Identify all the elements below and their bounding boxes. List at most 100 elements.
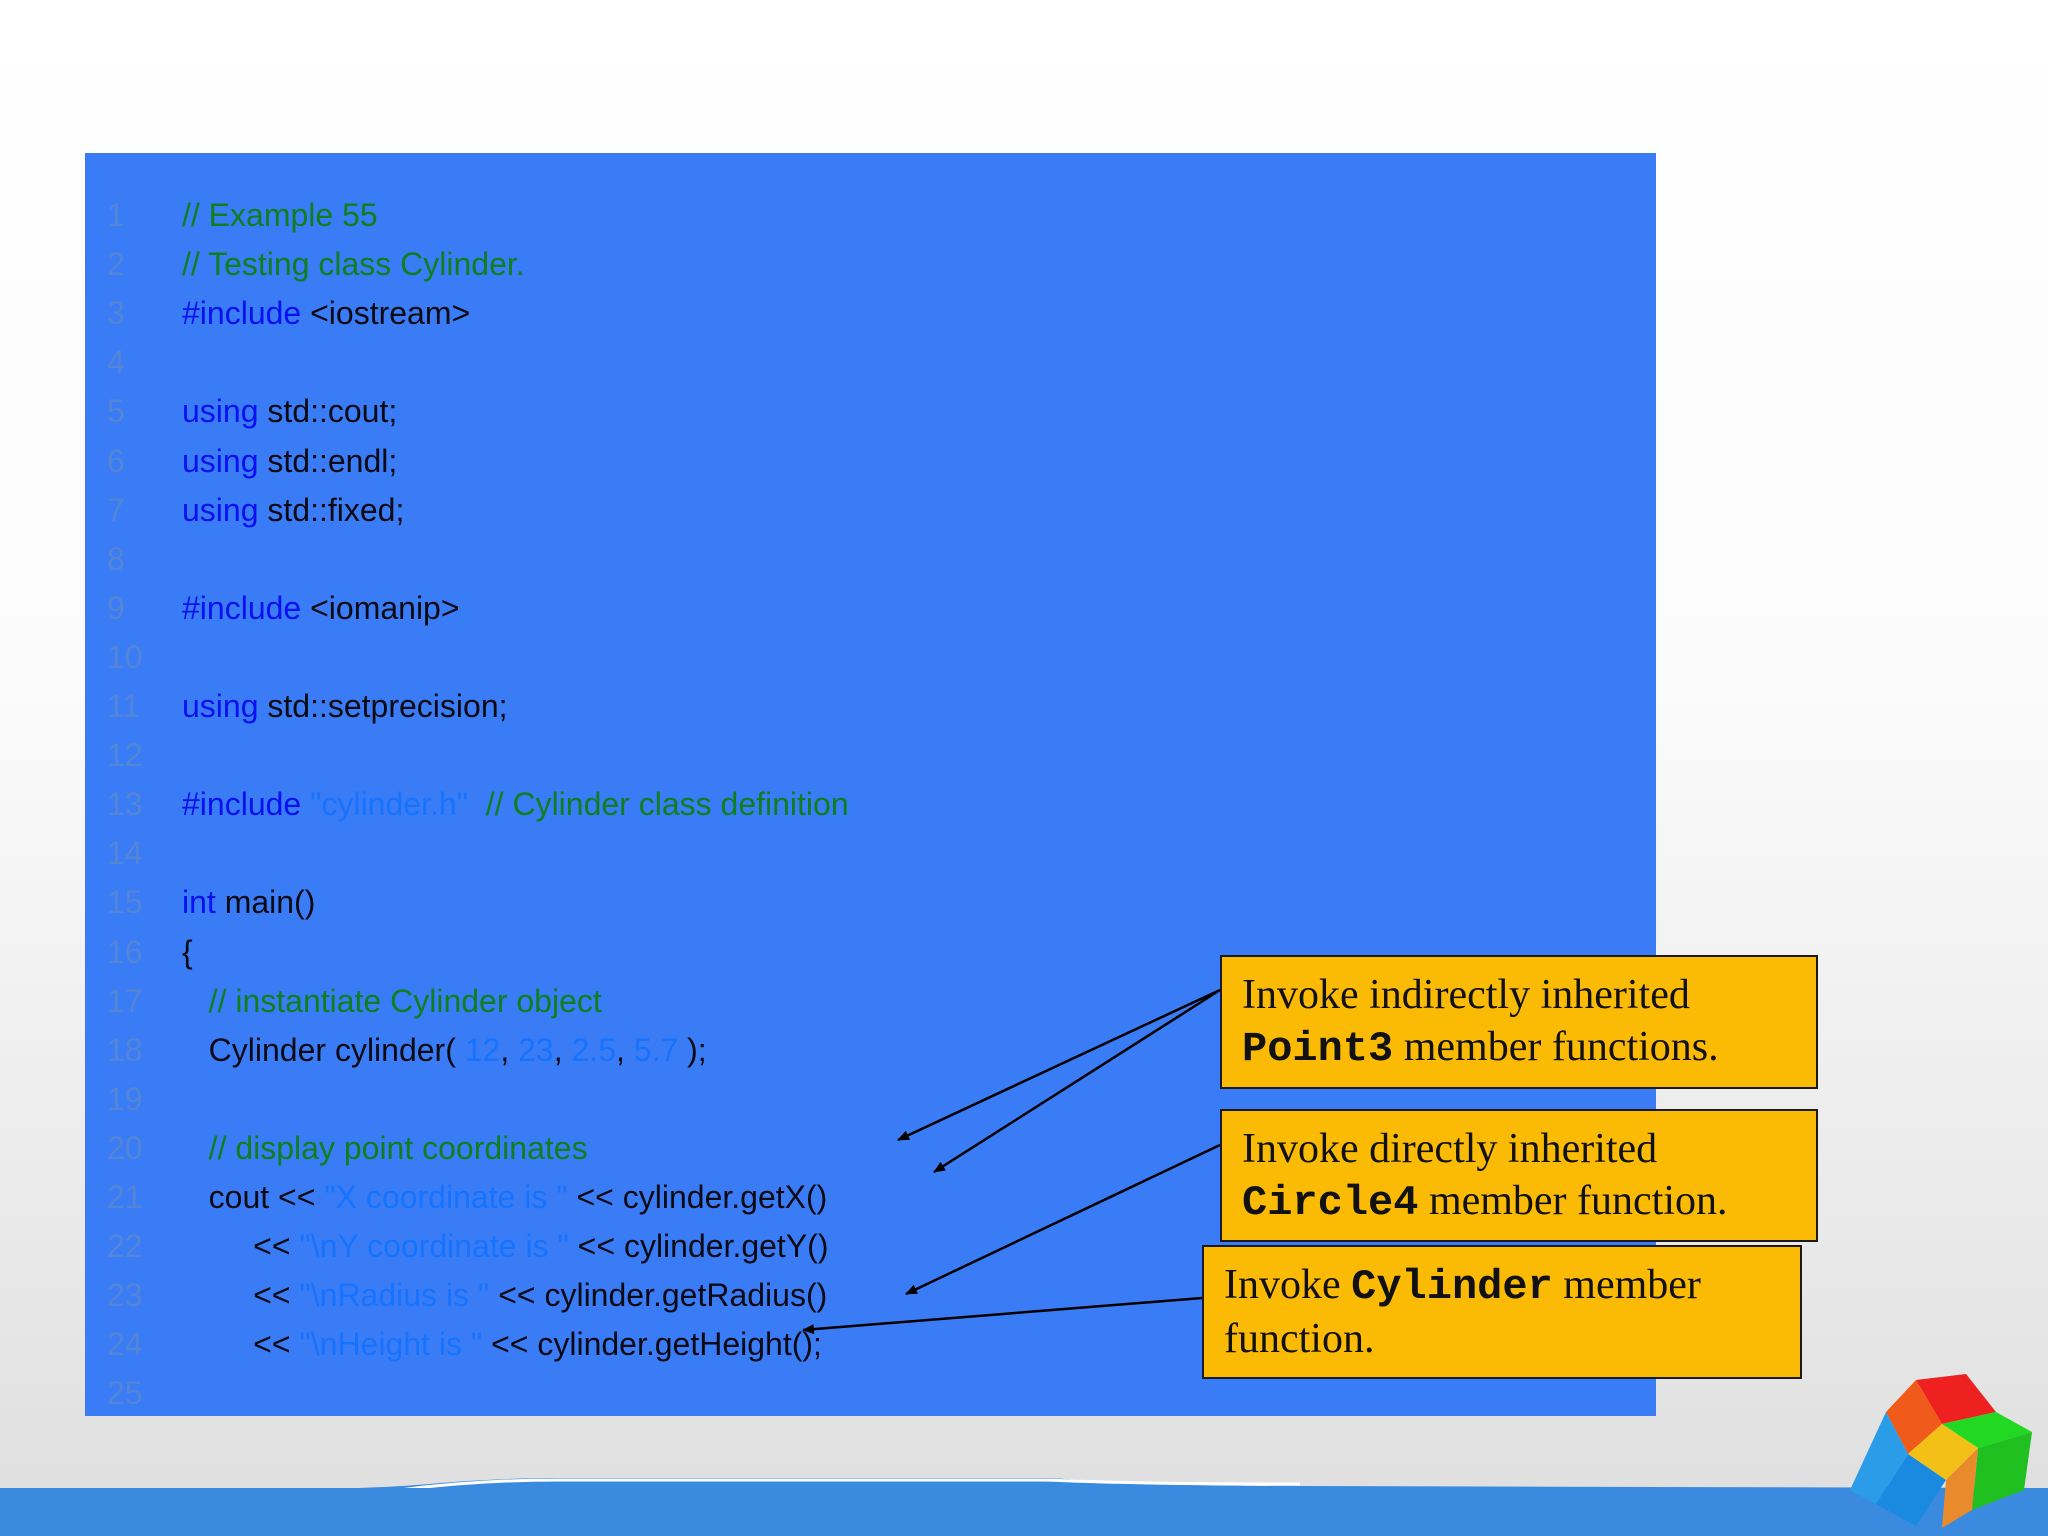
- code-token: std::setprecision;: [258, 688, 508, 724]
- callout-point3-line1: Invoke indirectly inherited: [1242, 972, 1690, 1018]
- code-token: "\nHeight is ": [299, 1326, 483, 1363]
- line-number: 19: [107, 1080, 143, 1117]
- code-text: using std::endl;: [182, 437, 397, 486]
- line-number: 15: [107, 884, 143, 921]
- line-number: 3: [107, 295, 125, 332]
- code-token: "cylinder.h": [301, 786, 468, 823]
- callout-point3-class: Point3: [1242, 1025, 1394, 1073]
- code-token: ,: [615, 1031, 634, 1068]
- line-number: 6: [107, 442, 125, 479]
- code-token: "X coordinate is ": [324, 1179, 568, 1215]
- code-token: "\nRadius is ": [299, 1277, 490, 1314]
- code-token: <<: [182, 1326, 300, 1363]
- line-number: 12: [107, 737, 143, 774]
- code-token: // display point coordinates: [182, 1129, 588, 1166]
- code-token: << cylinder.getRadius(): [489, 1277, 828, 1314]
- code-text: // display point coordinates: [182, 1124, 588, 1173]
- callout-circle4-line1: Invoke directly inherited: [1242, 1126, 1658, 1172]
- code-text: using std::fixed;: [182, 486, 404, 535]
- code-token: std::cout;: [258, 393, 398, 430]
- line-number: 11: [107, 688, 141, 724]
- code-token: 12: [464, 1031, 501, 1068]
- line-number: 13: [107, 786, 143, 823]
- code-token: #include: [182, 589, 302, 626]
- code-token: Cylinder cylinder(: [182, 1031, 465, 1068]
- code-text: // Example 55: [182, 191, 378, 240]
- logo-cube-icon: [1850, 1374, 2032, 1528]
- code-text: {: [182, 928, 193, 977]
- code-token: << cylinder.getX(): [567, 1179, 828, 1215]
- code-text: #include "cylinder.h" // Cylinder class …: [182, 780, 849, 829]
- callout-circle4-class: Circle4: [1242, 1179, 1419, 1227]
- callout-circle4: Invoke directly inherited Circle4 member…: [1220, 1109, 1818, 1242]
- line-number: 23: [107, 1277, 143, 1314]
- line-number: 9: [107, 589, 125, 626]
- line-number: 7: [107, 491, 125, 528]
- code-token: std::fixed;: [258, 491, 405, 528]
- code-token: using: [182, 688, 259, 724]
- line-number: 14: [107, 835, 143, 872]
- code-token: std::endl;: [258, 442, 398, 479]
- arrow-to-getheight: [802, 1296, 1203, 1335]
- arrow-to-gety: [933, 988, 1221, 1174]
- code-token: <iostream>: [301, 295, 471, 332]
- code-token: << cylinder.getHeight();: [482, 1326, 822, 1363]
- line-number: 22: [107, 1228, 143, 1265]
- code-token: // Example 55: [182, 197, 378, 233]
- line-number: 20: [107, 1129, 143, 1166]
- line-number: 18: [107, 1031, 143, 1068]
- code-token: using: [182, 393, 259, 430]
- footer-band: [0, 1488, 2048, 1536]
- line-number: 5: [107, 393, 125, 430]
- code-text: Cylinder cylinder( 12, 23, 2.5, 5.7 );: [182, 1026, 707, 1075]
- code-token: #include: [182, 786, 302, 823]
- code-token: <<: [182, 1277, 300, 1314]
- code-token: ,: [500, 1031, 519, 1068]
- code-token: using: [182, 442, 259, 479]
- code-token: 5.7: [633, 1031, 679, 1068]
- code-text: int main(): [182, 878, 315, 927]
- code-text: using std::setprecision;: [182, 682, 508, 731]
- callout-cylinder: Invoke Cylinder member function.: [1202, 1245, 1802, 1379]
- line-number: 24: [107, 1326, 143, 1363]
- line-number: 21: [107, 1179, 143, 1215]
- arrow-to-getx: [897, 988, 1221, 1142]
- code-text: << "\nHeight is " << cylinder.getHeight(…: [182, 1320, 822, 1369]
- code-token: int: [182, 884, 216, 921]
- code-token: <<: [182, 1228, 300, 1265]
- callout-circle4-rest: member function.: [1418, 1178, 1728, 1224]
- callout-point3: Invoke indirectly inherited Point3 membe…: [1220, 955, 1818, 1089]
- code-token: );: [678, 1031, 707, 1068]
- code-token: "\nY coordinate is ": [299, 1228, 569, 1265]
- code-token: {: [182, 933, 193, 970]
- code-text: cout << "X coordinate is " << cylinder.g…: [182, 1173, 828, 1222]
- callout-point3-rest: member functions.: [1393, 1024, 1719, 1070]
- line-number: 17: [107, 982, 143, 1019]
- line-number: 1: [107, 197, 125, 233]
- code-text: #include <iostream>: [182, 289, 470, 338]
- line-number: 16: [107, 933, 143, 970]
- code-token: #include: [182, 295, 302, 332]
- line-number: 8: [107, 540, 125, 577]
- code-token: ,: [553, 1031, 572, 1068]
- line-number: 10: [107, 638, 143, 675]
- code-text: // instantiate Cylinder object: [182, 977, 602, 1026]
- callout-cylinder-post: member: [1552, 1262, 1701, 1308]
- code-listing-panel: 1 // Example 55 2 // Testing class Cylinder…: [85, 153, 1656, 1416]
- code-token: 23: [518, 1031, 554, 1068]
- line-number: 4: [107, 344, 125, 381]
- code-text: << "\nY coordinate is " << cylinder.getY…: [182, 1222, 828, 1271]
- line-number: 25: [107, 1375, 143, 1412]
- callout-cylinder-line2: function.: [1224, 1316, 1375, 1362]
- line-number: 2: [107, 246, 125, 283]
- code-token: // Cylinder class definition: [468, 786, 849, 823]
- code-token: main(): [215, 884, 316, 921]
- code-text: #include <iomanip>: [182, 584, 460, 633]
- code-token: // Testing class Cylinder.: [182, 246, 525, 283]
- code-text: // Testing class Cylinder.: [182, 240, 525, 289]
- code-token: // instantiate Cylinder object: [182, 982, 602, 1019]
- code-token: 2.5: [571, 1031, 616, 1068]
- code-token: <iomanip>: [301, 589, 460, 626]
- code-text: using std::cout;: [182, 387, 397, 436]
